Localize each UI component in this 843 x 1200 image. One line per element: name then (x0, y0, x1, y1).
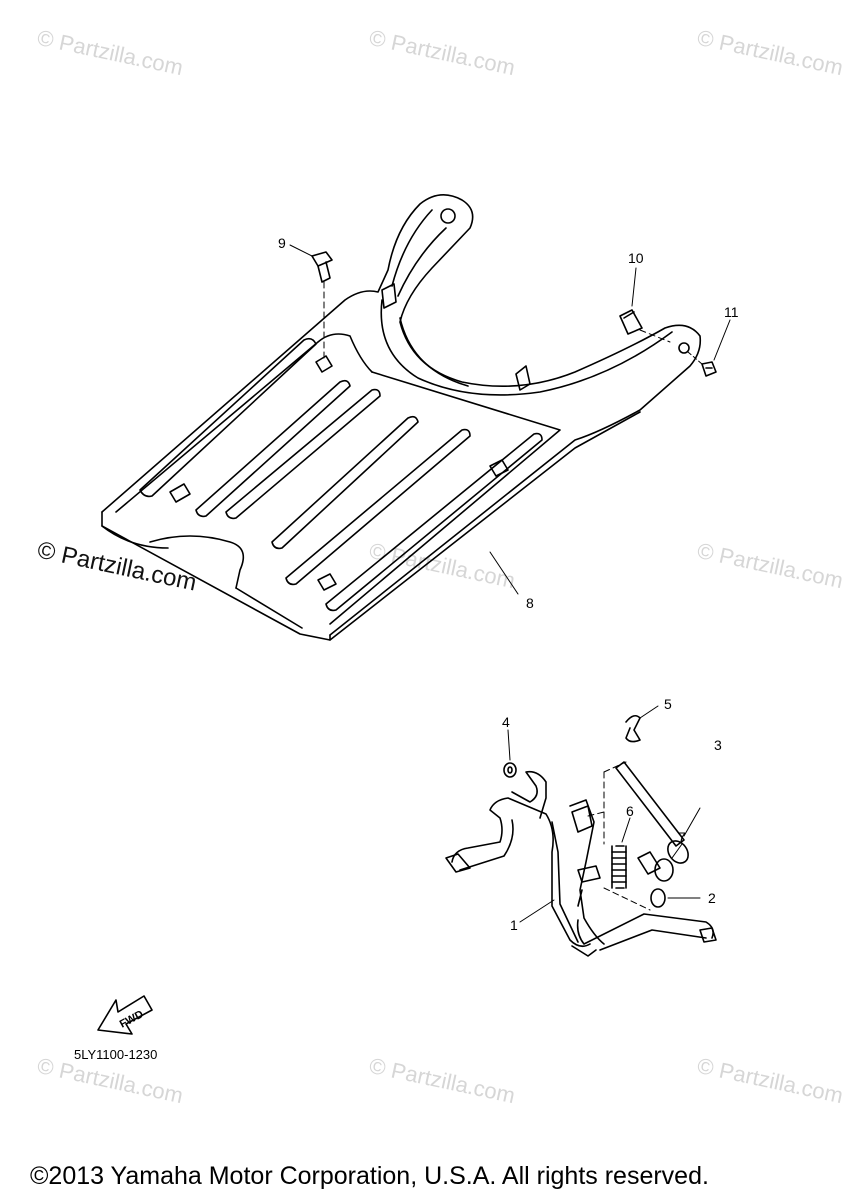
callout-7: 7 (678, 829, 686, 845)
diagram-code: 5LY1100-1230 (74, 1047, 158, 1062)
nut-10 (619, 267, 671, 343)
spring-6 (611, 817, 631, 889)
footrest-board (101, 194, 702, 641)
callout-3: 3 (714, 737, 722, 753)
callout-6: 6 (626, 803, 634, 819)
pin-3 (615, 761, 701, 864)
fwd-label: FWD (118, 1008, 146, 1030)
washer-4 (503, 729, 517, 778)
clip-5 (625, 705, 659, 743)
bolt-7 (637, 843, 683, 882)
callout-8: 8 (526, 595, 534, 611)
callout-1: 1 (510, 917, 518, 933)
screw-11 (687, 319, 731, 377)
copyright-notice: ©2013 Yamaha Motor Corporation, U.S.A. A… (30, 1162, 709, 1190)
callout-11: 11 (724, 304, 739, 320)
bolt-9 (289, 244, 333, 363)
callout-4: 4 (502, 714, 510, 730)
callout-5: 5 (664, 696, 672, 712)
fwd-arrow-icon (97, 995, 153, 1035)
callout-9: 9 (278, 235, 286, 251)
callout-2: 2 (708, 890, 716, 906)
main-stand (445, 770, 717, 957)
callout-10: 10 (628, 250, 644, 266)
cap-2 (650, 888, 701, 908)
